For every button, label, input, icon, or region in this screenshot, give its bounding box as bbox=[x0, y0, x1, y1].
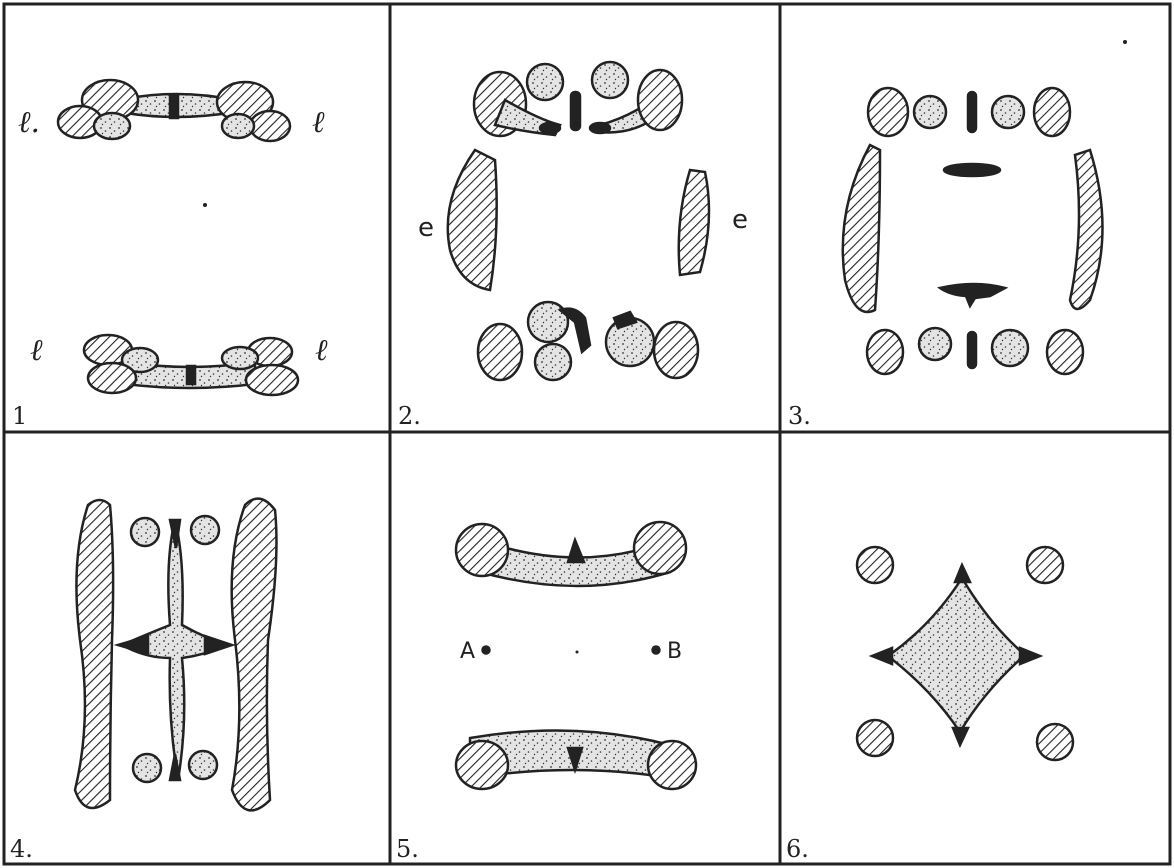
chromosome bbox=[222, 114, 254, 138]
chromosome-bar bbox=[1070, 150, 1103, 309]
chromosome bbox=[919, 328, 951, 360]
label-l: ℓ bbox=[312, 105, 325, 140]
plate bbox=[571, 92, 580, 130]
plate bbox=[944, 164, 1000, 176]
chromosome bbox=[1027, 547, 1063, 583]
label-e: e bbox=[732, 205, 748, 235]
chromosome-e bbox=[679, 170, 709, 275]
chromosome-e bbox=[448, 150, 497, 290]
chromosome bbox=[638, 70, 682, 130]
chromosome bbox=[131, 518, 159, 546]
panel-5 bbox=[456, 522, 696, 789]
plate-lower bbox=[187, 366, 195, 384]
chromosome bbox=[857, 547, 893, 583]
chromosome bbox=[191, 516, 219, 544]
plate bbox=[940, 284, 1005, 306]
panel-1 bbox=[58, 80, 298, 395]
chromosome bbox=[535, 344, 571, 380]
label-a: A bbox=[460, 639, 475, 664]
chromosome bbox=[133, 754, 161, 782]
panel-number: 4. bbox=[10, 835, 33, 863]
label-b: B bbox=[667, 639, 682, 664]
label-l: ℓ bbox=[315, 333, 328, 368]
panel-2 bbox=[448, 62, 709, 380]
plate-upper bbox=[170, 96, 178, 118]
panel-6 bbox=[857, 547, 1073, 760]
spindle-star bbox=[888, 578, 1025, 732]
label-e: e bbox=[418, 213, 434, 243]
panel-number: 1 bbox=[12, 402, 27, 430]
chromosome bbox=[250, 111, 290, 141]
panel-4 bbox=[75, 499, 276, 811]
chromosome bbox=[528, 302, 568, 342]
chromosome-bar bbox=[843, 145, 880, 312]
chromosome bbox=[654, 322, 698, 378]
chromosome bbox=[456, 741, 508, 789]
label-l: ℓ bbox=[30, 333, 43, 368]
chromosome bbox=[222, 347, 258, 369]
plate bbox=[968, 92, 976, 132]
chromosome bbox=[857, 720, 893, 756]
panel-3 bbox=[843, 40, 1127, 374]
panel-number: 2. bbox=[398, 402, 421, 430]
chromosome bbox=[914, 96, 946, 128]
chromosome bbox=[88, 363, 136, 393]
chromosome-bar bbox=[232, 499, 277, 811]
chromosome bbox=[592, 62, 628, 98]
chromosome bbox=[648, 741, 696, 789]
panel-number: 6. bbox=[786, 835, 809, 863]
panel-number: 5. bbox=[396, 835, 419, 863]
chromosome bbox=[478, 324, 522, 380]
chromosome bbox=[992, 96, 1024, 128]
chromosome bbox=[867, 330, 903, 374]
chromosome bbox=[246, 365, 298, 395]
chromosome bbox=[527, 64, 563, 100]
chromosome-bar bbox=[75, 500, 113, 808]
chromosome bbox=[1047, 330, 1083, 374]
chromosome bbox=[1037, 724, 1073, 760]
chromosome bbox=[634, 522, 686, 574]
panel-number: 3. bbox=[788, 402, 811, 430]
chromosome bbox=[1034, 88, 1070, 136]
chromosome bbox=[94, 113, 130, 139]
chromosome bbox=[456, 524, 508, 576]
plate bbox=[968, 332, 976, 368]
chromosome bbox=[992, 330, 1028, 366]
chromosome bbox=[189, 751, 217, 779]
label-l: ℓ. bbox=[18, 105, 40, 140]
chromosome bbox=[868, 88, 908, 136]
